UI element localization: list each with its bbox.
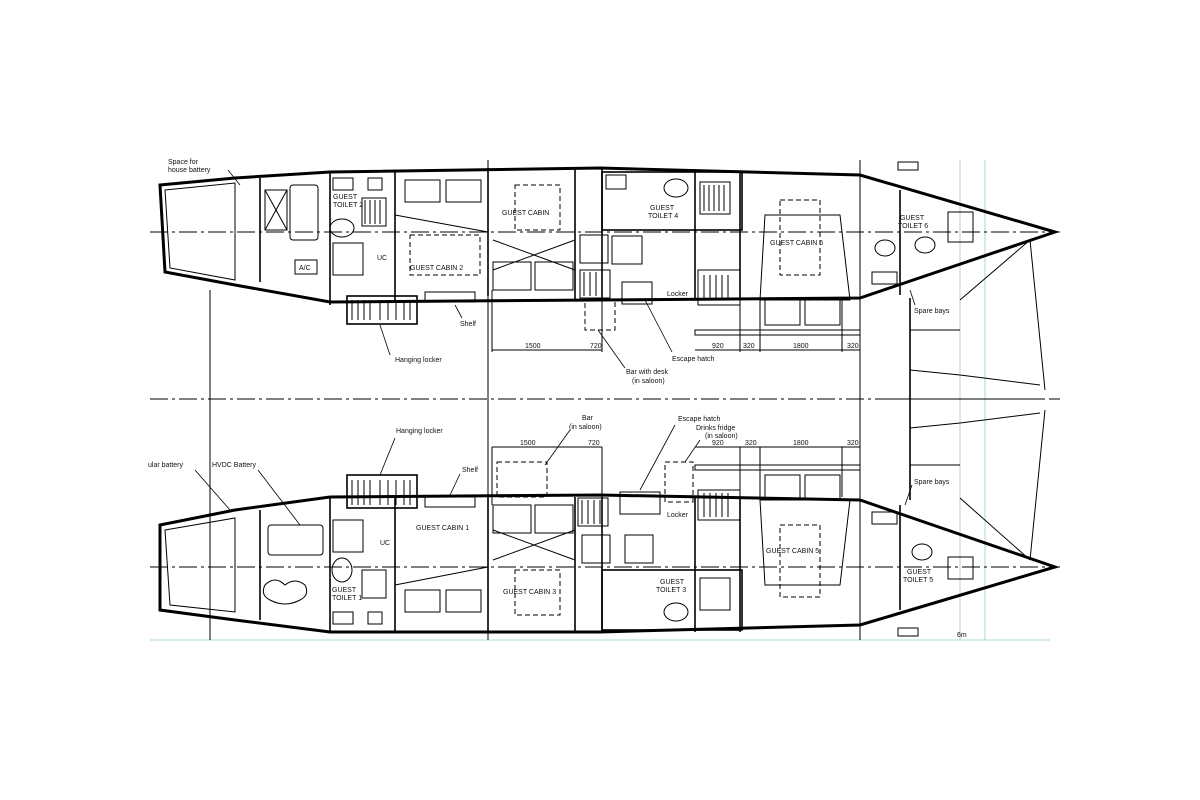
dim-label: 1500 [520, 440, 536, 447]
label-guest-toilet-4: GUEST [650, 205, 675, 212]
bridge-deck [880, 239, 1046, 561]
dim-label: 920 [712, 343, 724, 350]
label-guest-toilet-6b: TOILET 6 [898, 223, 928, 230]
top-hull [158, 161, 1060, 352]
label-spare-bays: Spare bays [914, 479, 950, 486]
label-bar-desk-2: (in saloon) [632, 378, 665, 385]
label-guest-toilet-6: GUEST [900, 215, 925, 222]
label-guest-cabin-6: GUEST CABIN 6 [770, 240, 823, 247]
engine-icon [262, 579, 308, 605]
dim-label: 720 [588, 440, 600, 447]
label-drinks-fridge-2: (in saloon) [705, 433, 738, 440]
label-guest-cabin-1: GUEST CABIN 1 [416, 525, 469, 532]
label-scale: 6m [957, 632, 967, 639]
label-guest-cabin-5: GUEST CABIN 5 [766, 548, 819, 555]
label-solar-battery: ular battery [148, 462, 184, 469]
label-house-battery: Space for [168, 159, 199, 166]
label-escape-hatch: Escape hatch [672, 356, 715, 363]
label-drinks-fridge: Drinks fridge [696, 425, 735, 432]
label-guest-toilet-5b: TOILET 5 [903, 577, 933, 584]
label-guest-toilet-2b: TOILET 2 [333, 202, 363, 209]
dim-label: 720 [590, 343, 602, 350]
label-ac: A/C [299, 265, 311, 272]
label-bar: Bar [582, 415, 594, 422]
label-guest-toilet-1b: TOILET 1 [332, 595, 362, 602]
dim-label: 920 [712, 440, 724, 447]
dim-label: 320 [847, 440, 859, 447]
dim-label: 1800 [793, 343, 809, 350]
label-guest-toilet-2: GUEST [333, 194, 358, 201]
label-locker: Locker [667, 291, 689, 298]
label-escape-hatch: Escape hatch [678, 416, 721, 423]
top-hull-labels: Space for house battery GUEST TOILET 2 A… [168, 159, 950, 385]
bottom-hull-labels: ular battery HVDC Battery Hanging locker… [148, 415, 967, 639]
bottom-hull [158, 446, 1060, 637]
dim-label: 1500 [525, 343, 541, 350]
label-hanging-locker: Hanging locker [395, 357, 442, 364]
dim-label: 320 [847, 343, 859, 350]
label-spare-bays: Spare bays [914, 308, 950, 315]
label-guest-toilet-3b: TOILET 3 [656, 587, 686, 594]
label-guest-cabin-4: GUEST CABIN [502, 210, 549, 217]
label-hvdc-battery: HVDC Battery [212, 462, 256, 469]
label-guest-toilet-4b: TOILET 4 [648, 213, 678, 220]
label-guest-toilet-5: GUEST [907, 569, 932, 576]
label-guest-toilet-1: GUEST [332, 587, 357, 594]
label-bar-2: (in saloon) [569, 424, 602, 431]
label-uc: UC [380, 540, 390, 547]
leader-lines [194, 169, 916, 526]
label-locker: Locker [667, 512, 689, 519]
label-hanging-locker: Hanging locker [396, 428, 443, 435]
label-guest-cabin-2: GUEST CABIN 2 [410, 265, 463, 272]
label-guest-toilet-3: GUEST [660, 579, 685, 586]
label-shelf: Shelf [460, 321, 476, 328]
dim-label: 320 [745, 440, 757, 447]
label-guest-cabin-3: GUEST CABIN 3 [503, 589, 556, 596]
dim-label: 1800 [793, 440, 809, 447]
dim-label: 320 [743, 343, 755, 350]
label-house-battery-2: house battery [168, 167, 211, 174]
label-shelf: Shelf [462, 467, 478, 474]
label-bar-desk: Bar with desk [626, 369, 669, 376]
label-uc: UC [377, 255, 387, 262]
